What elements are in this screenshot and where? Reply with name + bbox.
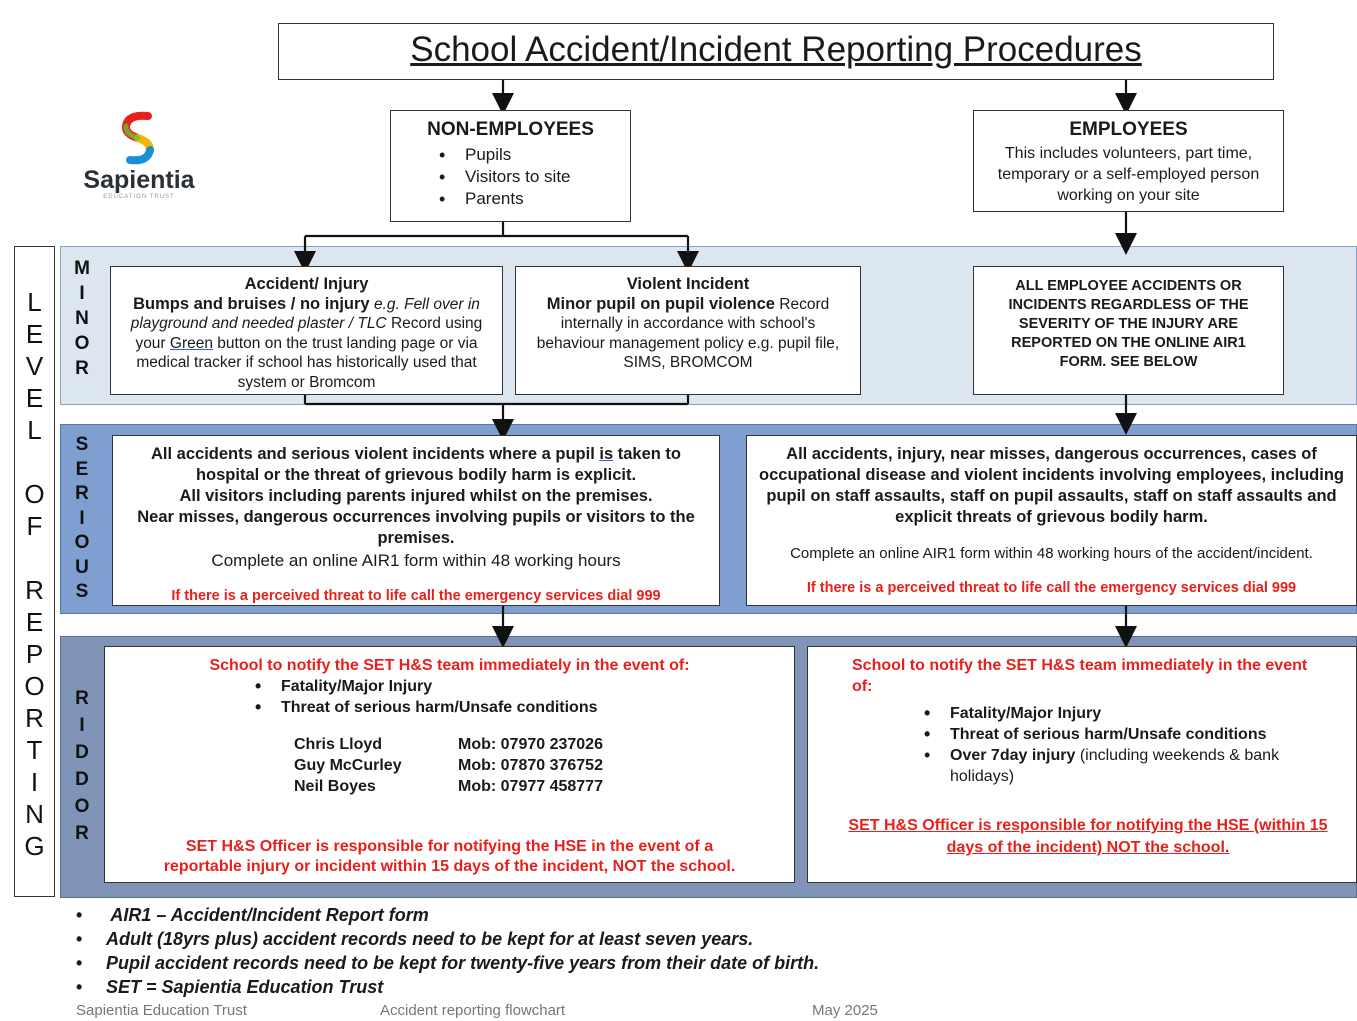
page-title-box: School Accident/Incident Reporting Proce… bbox=[278, 23, 1274, 80]
minor-violent-bold: Minor pupil on pupil violence bbox=[546, 294, 775, 313]
list-item: Over 7day injury (including weekends & b… bbox=[924, 745, 1330, 787]
minor-accident-example: e.g. Fell over in playground and needed … bbox=[130, 295, 480, 333]
list-item: Threat of serious harm/Unsafe conditions bbox=[924, 724, 1330, 745]
footer-doc: Accident reporting flowchart bbox=[380, 1002, 566, 1019]
employees-text: This includes volunteers, part time, tem… bbox=[997, 145, 1260, 204]
footer-org: Sapientia Education Trust bbox=[76, 1002, 247, 1019]
minor-employee-box: ALL EMPLOYEE ACCIDENTS OR INCIDENTS REGA… bbox=[973, 266, 1284, 395]
sapientia-logo: Sapientia EDUCATION TRUST bbox=[78, 110, 200, 202]
list-item: Threat of serious harm/Unsafe conditions bbox=[255, 697, 780, 718]
over-7day-note: (including weekends & bank holidays) bbox=[950, 747, 1280, 785]
table-row: Neil Boyes Mob: 07977 458777 bbox=[294, 776, 603, 797]
riddor-contacts-table: Chris Lloyd Mob: 07970 237026 Guy McCurle… bbox=[294, 734, 603, 797]
riddor-left-box: School to notify the SET H&S team immedi… bbox=[104, 646, 795, 883]
serious-left-line1: All accidents and serious violent incide… bbox=[151, 445, 600, 463]
riddor-right-list: Fatality/Major Injury Threat of serious … bbox=[924, 703, 1330, 787]
note-item: Adult (18yrs plus) accident records need… bbox=[72, 927, 819, 951]
minor-violent-box: Violent Incident Minor pupil on pupil vi… bbox=[515, 266, 861, 395]
note-item: AIR1 – Accident/Incident Report form bbox=[72, 903, 819, 927]
employees-box: EMPLOYEES This includes volunteers, part… bbox=[973, 110, 1284, 212]
serious-left-line2: All visitors including parents injured w… bbox=[179, 487, 653, 505]
logo-name: Sapientia bbox=[83, 166, 195, 194]
footer-date: May 2025 bbox=[812, 1002, 878, 1019]
minor-accident-heading: Accident/ Injury bbox=[244, 275, 369, 293]
over-7day-bold: Over 7day injury bbox=[950, 747, 1076, 764]
minor-employee-text: ALL EMPLOYEE ACCIDENTS OR INCIDENTS REGA… bbox=[1008, 278, 1249, 370]
minor-accident-box: Accident/ Injury Bumps and bruises / no … bbox=[110, 266, 503, 395]
riddor-right-notify: School to notify the SET H&S team immedi… bbox=[852, 657, 1308, 695]
list-item: Visitors to site bbox=[439, 166, 630, 188]
minor-violent-heading: Violent Incident bbox=[626, 275, 750, 293]
serious-left-emergency: If there is a perceived threat to life c… bbox=[171, 588, 661, 604]
list-item: Fatality/Major Injury bbox=[924, 703, 1330, 724]
riddor-right-hse-note: SET H&S Officer is responsible for notif… bbox=[848, 817, 1328, 856]
list-item: Parents bbox=[439, 188, 630, 210]
contact-name: Guy McCurley bbox=[294, 757, 402, 774]
serious-left-bold: All accidents and serious violent incide… bbox=[125, 444, 707, 549]
serious-right-emergency: If there is a perceived threat to life c… bbox=[806, 580, 1297, 596]
contact-mobile: Mob: 07970 237026 bbox=[458, 736, 603, 753]
riddor-left-list: Fatality/Major Injury Threat of serious … bbox=[255, 676, 780, 718]
serious-left-is: is bbox=[599, 445, 614, 463]
green-button-link[interactable]: Green bbox=[169, 334, 213, 352]
logo-subtitle: EDUCATION TRUST bbox=[103, 194, 175, 200]
minor-accident-text: Record using your bbox=[135, 315, 483, 352]
minor-violent-text: Record internally in accordance with sch… bbox=[536, 295, 840, 372]
serious-left-box: All accidents and serious violent incide… bbox=[112, 435, 720, 606]
table-row: Chris Lloyd Mob: 07970 237026 bbox=[294, 734, 603, 755]
contact-name: Neil Boyes bbox=[294, 778, 376, 795]
minor-accident-bold: Bumps and bruises / no injury bbox=[133, 294, 370, 313]
non-employees-list: Pupils Visitors to site Parents bbox=[439, 144, 630, 210]
minor-violent-body: Minor pupil on pupil violence Record int… bbox=[528, 295, 848, 373]
note-item: Pupil accident records need to be kept f… bbox=[72, 951, 819, 975]
riddor-right-box: School to notify the SET H&S team immedi… bbox=[807, 646, 1357, 883]
level-of-reporting-label bbox=[14, 246, 55, 897]
contact-mobile: Mob: 07977 458777 bbox=[458, 778, 603, 795]
riddor-left-notify: School to notify the SET H&S team immedi… bbox=[209, 657, 690, 674]
serious-right-bold: All accidents, injury, near misses, dang… bbox=[759, 445, 1344, 526]
non-employees-heading: NON-EMPLOYEES bbox=[427, 119, 594, 140]
minor-accident-text-after: button on the trust landing page or via … bbox=[136, 334, 478, 391]
logo-s-mark-icon bbox=[121, 111, 154, 165]
page-title: School Accident/Incident Reporting Proce… bbox=[410, 30, 1142, 69]
list-item: Fatality/Major Injury bbox=[255, 676, 780, 697]
note-item: SET = Sapientia Education Trust bbox=[72, 975, 819, 999]
notes-list: AIR1 – Accident/Incident Report form Adu… bbox=[72, 903, 819, 999]
list-item: Pupils bbox=[439, 144, 630, 166]
minor-accident-body: Bumps and bruises / no injury e.g. Fell … bbox=[125, 295, 488, 393]
riddor-left-hse-note: SET H&S Officer is responsible for notif… bbox=[163, 838, 736, 875]
serious-left-line3: Near misses, dangerous occurrences invol… bbox=[137, 508, 695, 547]
contact-mobile: Mob: 07870 376752 bbox=[458, 757, 603, 774]
employees-heading: EMPLOYEES bbox=[1069, 119, 1188, 140]
non-employees-box: NON-EMPLOYEES Pupils Visitors to site Pa… bbox=[390, 110, 631, 222]
serious-right-box: All accidents, injury, near misses, dang… bbox=[746, 435, 1357, 606]
table-row: Guy McCurley Mob: 07870 376752 bbox=[294, 755, 603, 776]
serious-left-line1-end: taken to hospital or the threat of griev… bbox=[195, 445, 681, 484]
contact-name: Chris Lloyd bbox=[294, 736, 383, 753]
serious-right-form-note: Complete an online AIR1 form within 48 w… bbox=[790, 545, 1313, 562]
serious-left-form-note: Complete an online AIR1 form within 48 w… bbox=[211, 551, 621, 570]
